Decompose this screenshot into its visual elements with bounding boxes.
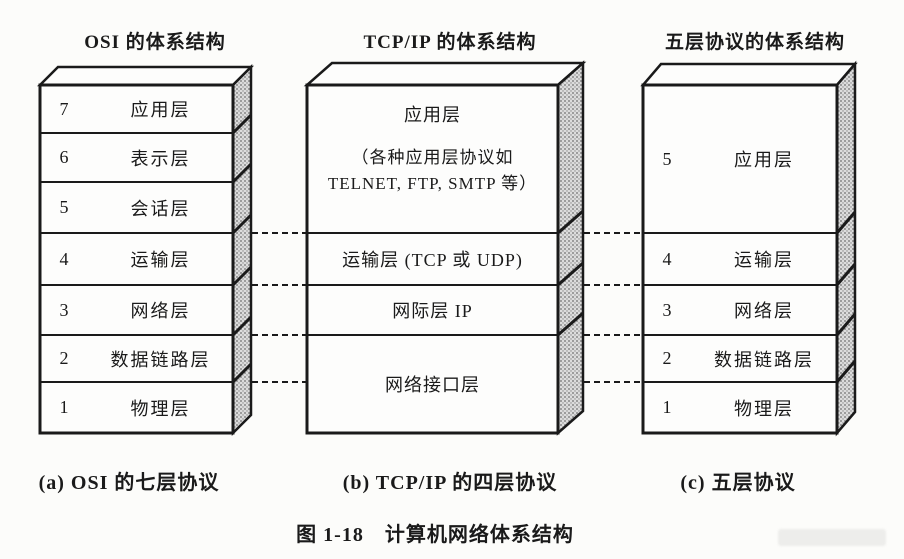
tcpip-layer-row: 网络接口层 (307, 335, 558, 433)
layer-sublabel: TELNET, FTP, SMTP 等） (327, 174, 538, 193)
layer-number: 2 (662, 348, 672, 368)
layer-label: 应用层 (130, 100, 191, 120)
layer-label: 物理层 (734, 398, 794, 419)
layer-number: 3 (59, 299, 69, 320)
five-layer-stack-title: 五层协议的体系结构 (664, 32, 845, 53)
layer-correspondence-dashes (252, 232, 642, 383)
layer-label: 网络接口层 (385, 375, 480, 395)
osi-stack-title: OSI 的体系结构 (84, 32, 226, 53)
tcpip-stack-title: TCP/IP 的体系结构 (363, 32, 537, 53)
osi-layer-row: 1 物理层 (40, 382, 233, 433)
figure-caption: 图 1-18 计算机网络体系结构 (296, 524, 574, 546)
five-layer-stack-caption: (c) 五层协议 (680, 472, 796, 494)
five-layer-row: 1 物理层 (643, 382, 837, 433)
five-layer-row: 5 应用层 (643, 85, 837, 233)
tcpip-stack-caption: (b) TCP/IP 的四层协议 (342, 472, 558, 494)
watermark (778, 529, 886, 546)
layer-number: 5 (662, 148, 672, 169)
layer-label: 网络层 (130, 301, 191, 321)
osi-layer-row: 7 应用层 (40, 85, 233, 133)
tcpip-stack-box (303, 60, 587, 436)
tcpip-layer-row: 网际层 IP (307, 285, 558, 335)
layer-label: 网际层 IP (392, 301, 473, 321)
osi-layer-row: 3 网络层 (40, 285, 233, 335)
osi-layer-row: 2 数据链路层 (40, 335, 233, 382)
layer-label: 网络层 (734, 301, 794, 321)
osi-layer-row: 5 会话层 (40, 182, 233, 233)
layer-label: 数据链路层 (110, 349, 211, 370)
layer-number: 3 (662, 299, 672, 320)
layer-number: 1 (59, 397, 69, 417)
osi-layer-row: 4 运输层 (40, 233, 233, 285)
layer-label: 运输层 (734, 250, 794, 270)
layer-label: 会话层 (130, 198, 191, 219)
five-layer-row: 2 数据链路层 (643, 335, 837, 382)
osi-stack-caption: (a) OSI 的七层协议 (38, 472, 220, 494)
layer-number: 4 (662, 248, 672, 269)
layer-label: 运输层 (TCP 或 UDP) (342, 250, 523, 270)
osi-stack-box (36, 63, 255, 437)
layer-number: 5 (59, 197, 69, 217)
layer-label: 应用层 (734, 150, 794, 170)
layer-number: 2 (59, 348, 69, 368)
five-layer-row: 4 运输层 (643, 233, 837, 285)
layer-label: 数据链路层 (714, 349, 814, 370)
layer-label: 运输层 (130, 250, 191, 270)
tcpip-layer-row: 应用层 （各种应用层协议如 TELNET, FTP, SMTP 等） (307, 85, 558, 233)
layer-number: 6 (59, 147, 69, 167)
layer-sublabel: （各种应用层协议如 (351, 148, 514, 167)
tcpip-layer-row: 运输层 (TCP 或 UDP) (307, 233, 558, 285)
layer-label: 应用层 (404, 105, 461, 125)
layer-number: 7 (59, 98, 69, 119)
layer-number: 4 (59, 248, 69, 269)
five-layer-row: 3 网络层 (643, 285, 837, 335)
osi-layer-row: 6 表示层 (40, 133, 233, 182)
layer-label: 物理层 (130, 398, 191, 419)
five-layer-stack-box (640, 60, 858, 437)
layer-number: 1 (662, 397, 672, 417)
layer-label: 表示层 (130, 148, 191, 169)
